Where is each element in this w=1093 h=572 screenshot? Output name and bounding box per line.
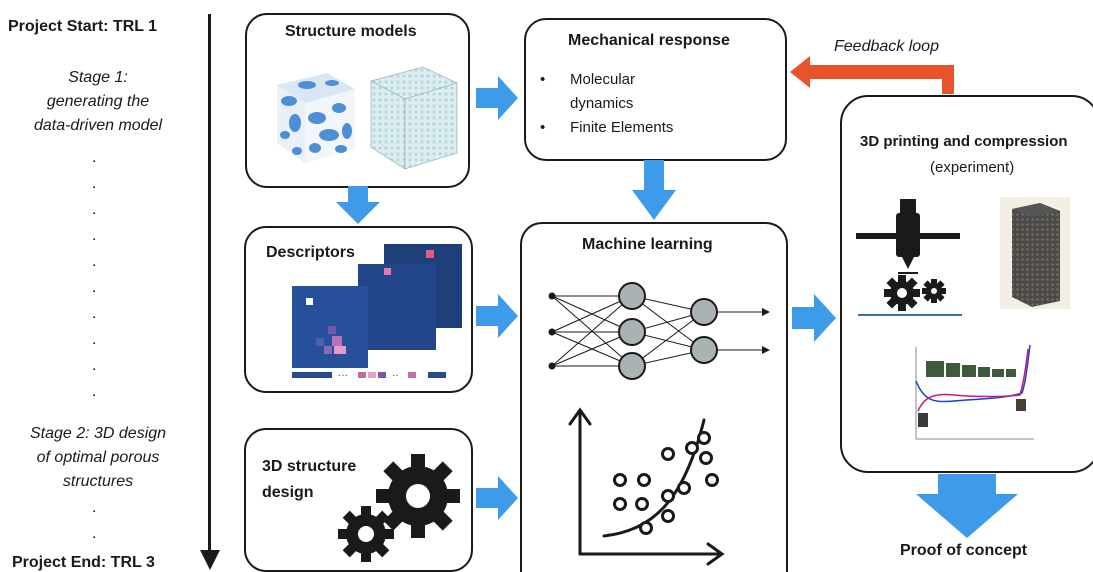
arrow-structure-to-descriptors bbox=[336, 186, 380, 224]
mechanical-response-list: •Molecular dynamics •Finite Elements bbox=[540, 68, 673, 140]
arrow-structure-to-mechanical bbox=[476, 76, 518, 120]
stress-strain-chart bbox=[915, 344, 1034, 440]
machine-learning-title: Machine learning bbox=[582, 236, 713, 253]
feedback-loop-arrow bbox=[790, 56, 954, 94]
svg-text:··: ·· bbox=[392, 370, 399, 381]
structure-models-title: Structure models bbox=[285, 23, 417, 40]
structure-design-box: 3D structure design bbox=[244, 428, 473, 572]
3d-printer-icon bbox=[856, 199, 962, 316]
stage-1-label: Stage 1: generating the data-driven mode… bbox=[33, 69, 163, 134]
descriptors-title: Descriptors bbox=[266, 244, 355, 261]
list-item: dynamics bbox=[570, 95, 634, 112]
printed-lattice-photo bbox=[1000, 197, 1070, 309]
foam-cube-icon bbox=[277, 73, 355, 163]
arrow-design-to-ml bbox=[476, 476, 518, 520]
list-item: •Finite Elements bbox=[540, 119, 674, 136]
neural-network-icon bbox=[548, 282, 770, 380]
scatter-plot-icon bbox=[568, 407, 725, 566]
printing-subtitle: (experiment) bbox=[930, 159, 1015, 176]
svg-text:···: ··· bbox=[338, 370, 348, 381]
arrow-proof-of-concept bbox=[916, 474, 1018, 538]
arrow-descriptors-to-ml bbox=[476, 294, 518, 338]
heatmap-icon: ··· ·· bbox=[292, 244, 462, 381]
feedback-loop-label: Feedback loop bbox=[834, 38, 939, 55]
timeline-arrowhead bbox=[200, 550, 220, 570]
descriptors-box: Descriptors ··· ·· bbox=[244, 226, 473, 393]
machine-learning-box: Machine learning bbox=[520, 222, 788, 572]
printing-box: 3D printing and compression (experiment) bbox=[840, 95, 1093, 473]
proof-of-concept-label: Proof of concept bbox=[900, 542, 1028, 559]
stage-2-label: Stage 2: 3D design of optimal porous str… bbox=[29, 425, 167, 490]
lattice-cube-icon bbox=[369, 66, 459, 170]
structure-design-title: 3D structure design bbox=[262, 458, 357, 501]
arrow-ml-to-printing bbox=[792, 294, 836, 342]
mechanical-response-box: Mechanical response •Molecular dynamics … bbox=[524, 18, 787, 161]
list-item: •Molecular bbox=[540, 71, 636, 88]
timeline-axis bbox=[208, 14, 211, 554]
arrow-mechanical-to-ml bbox=[632, 160, 676, 220]
project-end-label: Project End: TRL 3 bbox=[12, 554, 155, 571]
structure-models-box: Structure models bbox=[245, 13, 470, 188]
project-start-label: Project Start: TRL 1 bbox=[8, 18, 158, 35]
mechanical-response-title: Mechanical response bbox=[568, 32, 730, 49]
gears-icon bbox=[338, 454, 460, 562]
printing-title: 3D printing and compression bbox=[860, 133, 1068, 150]
